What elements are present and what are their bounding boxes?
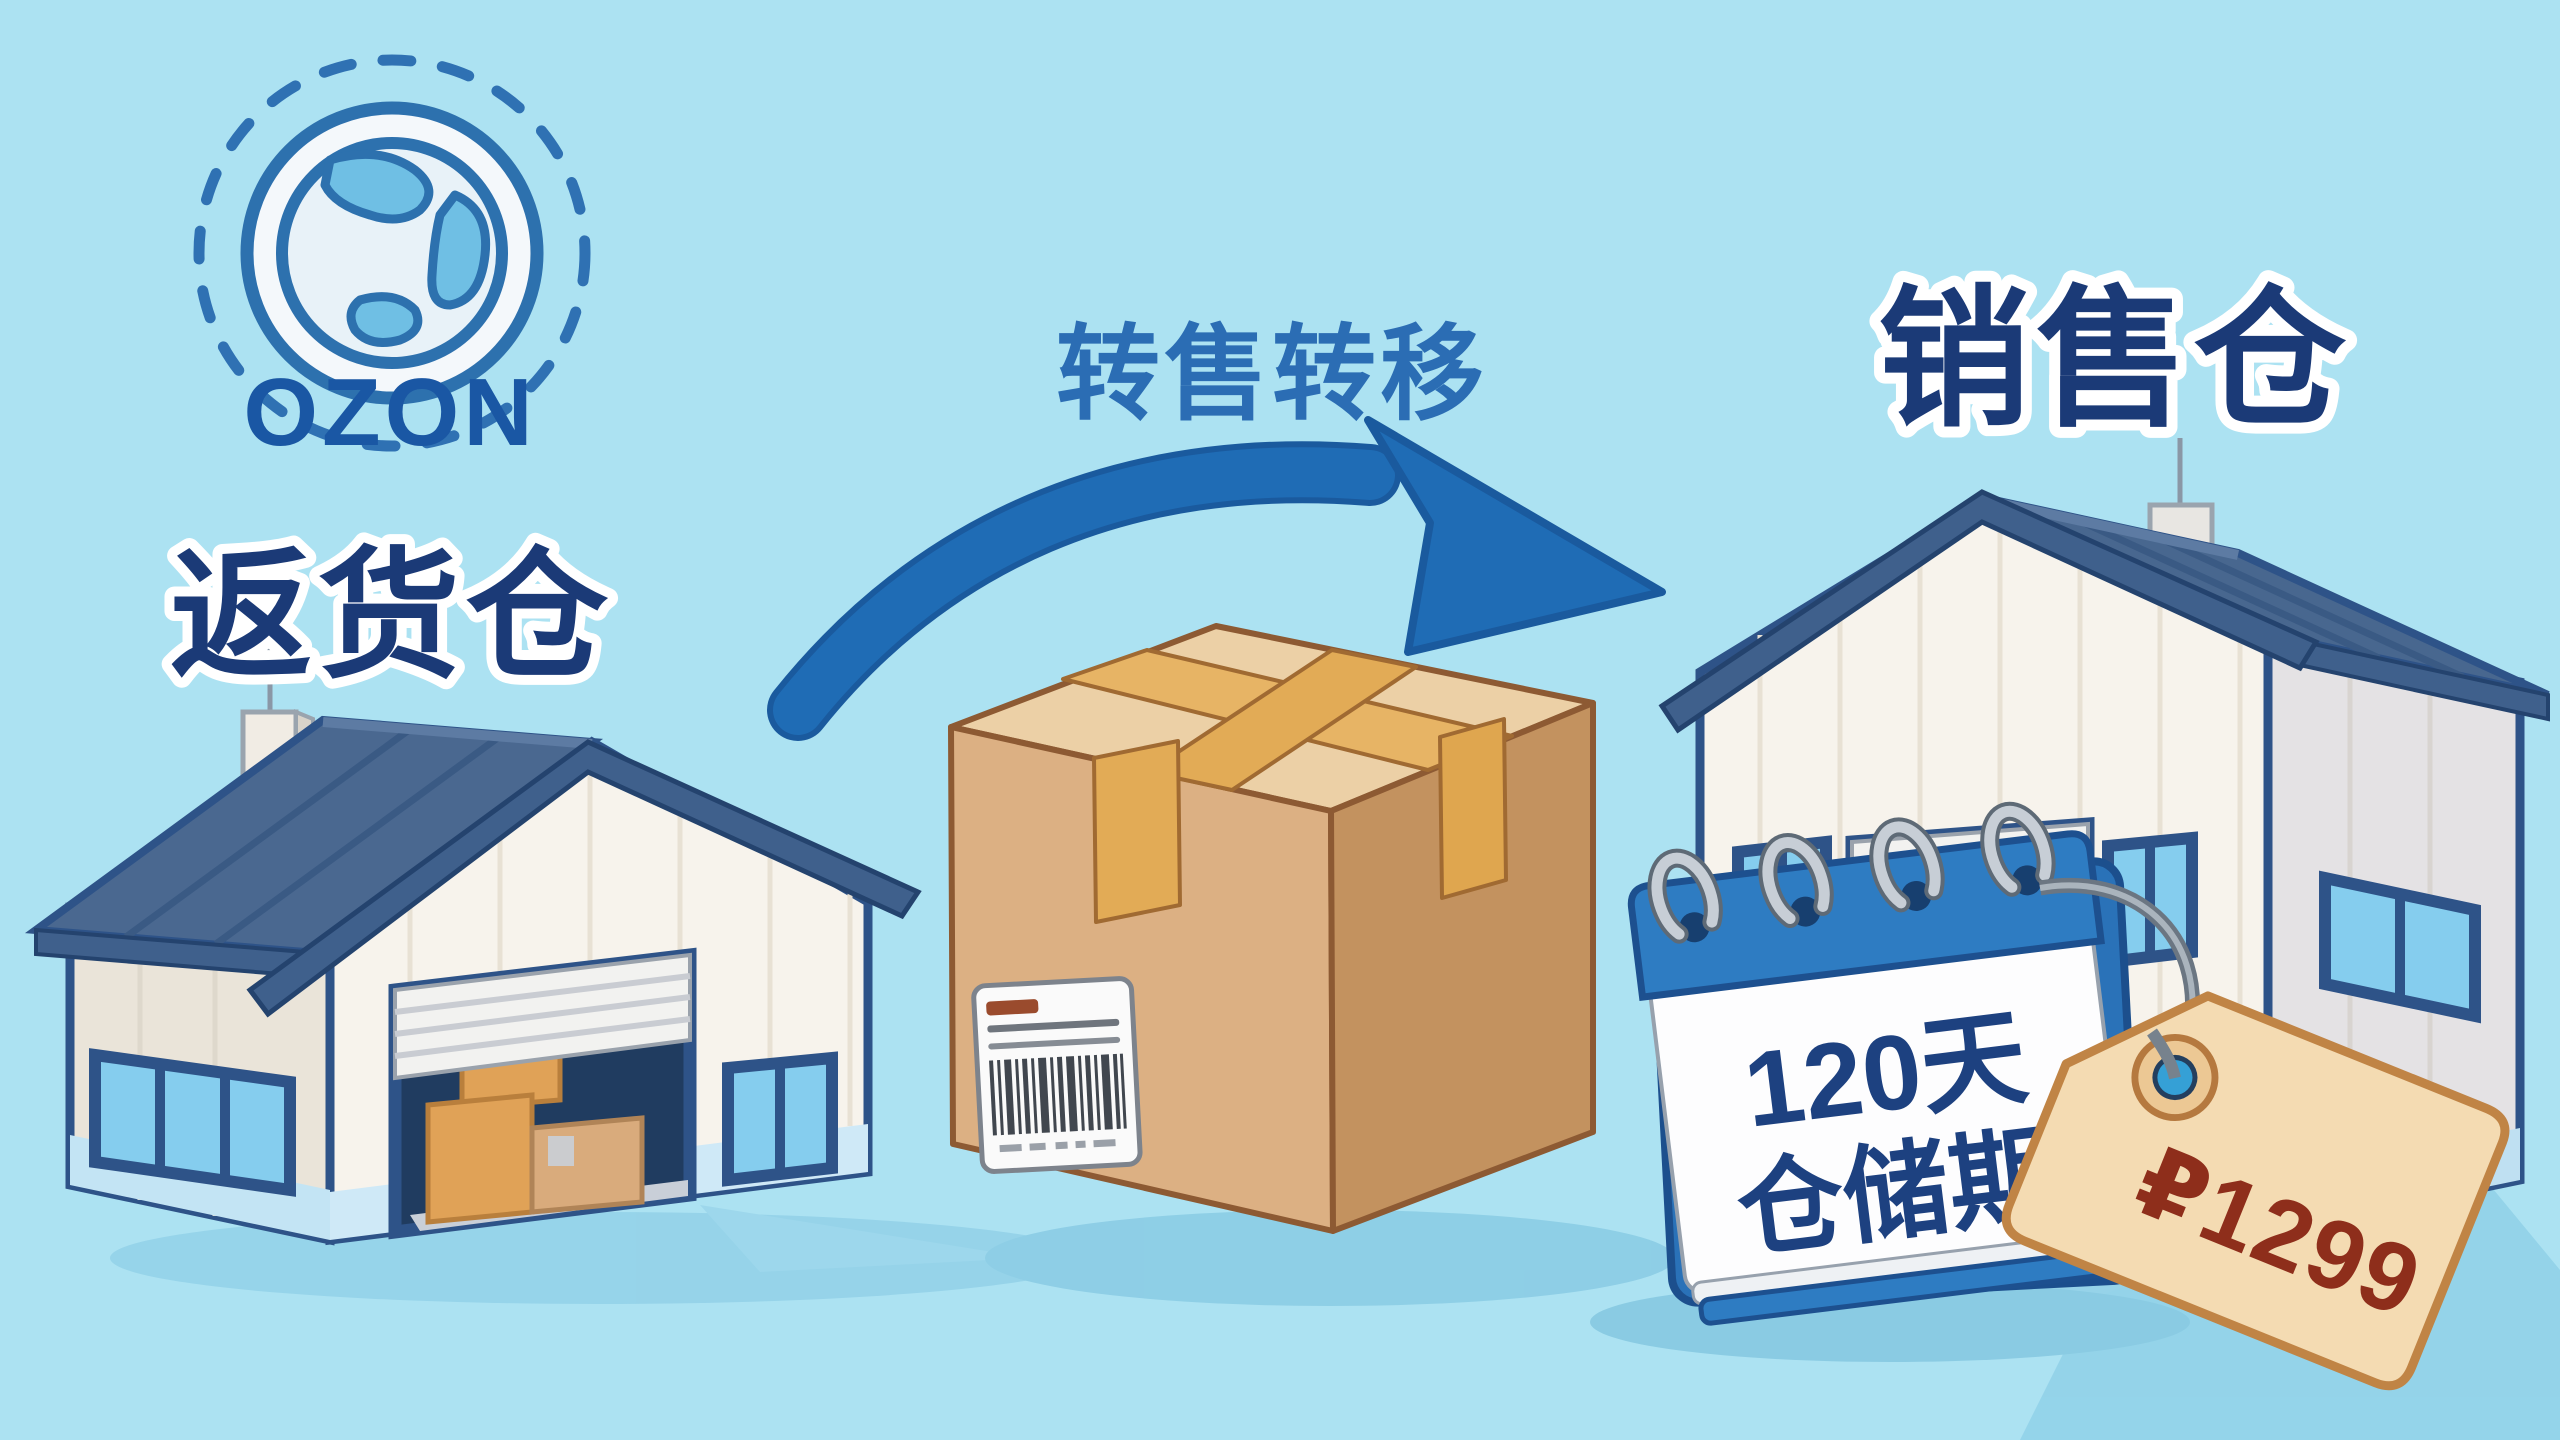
left-garage-boxes (425, 1031, 645, 1225)
transfer-arrow-icon (767, 416, 1666, 741)
left-garage-shutter-slats (394, 973, 691, 1059)
tag-wire-thread (2147, 1028, 2181, 1080)
barcode-caption-marks (999, 1139, 1116, 1153)
arrow-label: 转售转移 (1056, 317, 1488, 433)
logo-dashed-ring (193, 54, 591, 452)
calendar-header (1627, 830, 2105, 1001)
left-warehouse-label: 返货仓 (170, 537, 614, 696)
right-warehouse-label: 销售仓 (1878, 275, 2352, 445)
left-warehouse (24, 638, 922, 1246)
globe-icon (276, 137, 508, 369)
calendar-binder-rings (1647, 801, 2056, 944)
cardboard-box-icon (948, 623, 1596, 1234)
right-warehouse-roof (1658, 489, 2550, 734)
left-warehouse-garage-door (388, 947, 697, 1240)
left-warehouse-windows (89, 1048, 838, 1197)
barcode-bars (989, 1053, 1127, 1136)
tag-body (2001, 991, 2510, 1391)
barcode-icon (971, 976, 1143, 1174)
price-tag-icon: ₽1299 (2001, 991, 2510, 1391)
left-warehouse-roof (24, 715, 922, 1018)
box-tape (1061, 648, 1514, 924)
logo-brand-text: OZON (243, 359, 536, 466)
ozon-logo: OZON (193, 54, 591, 466)
